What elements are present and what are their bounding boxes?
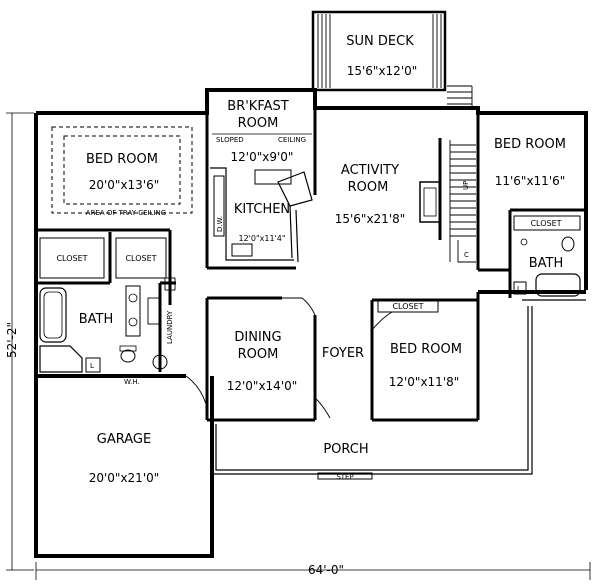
- bed-right-name: BED ROOM: [494, 137, 566, 152]
- closet-left-2-label: CLOSET: [125, 254, 156, 263]
- tray-ceiling-label: AREA OF TRAY CEILING: [86, 209, 166, 217]
- bed-center-size: 12'0"x11'8": [389, 375, 460, 389]
- closet-left-1: [39, 237, 105, 279]
- kitchen-name: KITCHEN: [234, 202, 290, 217]
- garage-size: 20'0"x21'0": [89, 471, 160, 485]
- closet-center-label: CLOSET: [392, 302, 423, 311]
- brkfast-name-line2: ROOM: [238, 116, 279, 131]
- door-swings: [185, 297, 393, 419]
- ceiling-label: CEILING: [278, 136, 306, 144]
- bed-center-name: BED ROOM: [390, 342, 462, 357]
- width-dimension-line: [35, 562, 591, 580]
- bed-left-size: 20'0"x13'6": [89, 178, 160, 192]
- foyer-name: FOYER: [322, 346, 364, 361]
- closet-right: [513, 215, 581, 231]
- activity-size: 15'6"x21'8": [335, 212, 406, 226]
- tray-ceiling-outline: [51, 126, 193, 214]
- sun-deck: [311, 10, 473, 108]
- sun-deck-name: SUN DECK: [346, 34, 414, 49]
- closet-left-1-label: CLOSET: [56, 254, 87, 263]
- depth-dimension-line: [6, 112, 34, 571]
- wh-label: W.H.: [124, 378, 140, 386]
- dining-name-line2: ROOM: [238, 347, 279, 362]
- brkfast-name-line1: BR'KFAST: [227, 99, 288, 114]
- bed-right-size: 11'6"x11'6": [495, 174, 566, 188]
- step-label: STEP: [336, 473, 353, 481]
- dining-size: 12'0"x14'0": [227, 379, 298, 393]
- closet-center: [377, 299, 439, 313]
- dining-name-line1: DINING: [234, 330, 281, 345]
- bath-left-name: BATH: [79, 312, 114, 327]
- bath-right-fixtures: [513, 236, 581, 297]
- closet-right-label: CLOSET: [530, 219, 561, 228]
- coat-c-label: C: [464, 251, 469, 259]
- brkfast-size: 12'0"x9'0": [231, 150, 294, 164]
- dishwasher-label: D.W.: [216, 216, 224, 232]
- bath-left-fixtures: [39, 277, 176, 373]
- porch-name: PORCH: [323, 442, 368, 457]
- activity-name-line2: ROOM: [348, 180, 389, 195]
- pantry-p-label: P: [168, 281, 172, 289]
- width-dimension: 64'-0": [308, 563, 344, 577]
- linen-l-right-label: L: [517, 285, 521, 293]
- sun-deck-size: 15'6"x12'0": [347, 64, 418, 78]
- kitchen-size: 12'0"x11'4": [238, 234, 285, 243]
- kitchen-counters: [210, 133, 313, 263]
- depth-dimension: 52'-2": [5, 322, 19, 358]
- garage-name: GARAGE: [97, 432, 151, 447]
- linen-l-left-label: L: [90, 362, 94, 370]
- activity-name-line1: ACTIVITY: [341, 163, 399, 178]
- bath-right-name: BATH: [529, 256, 564, 271]
- stair-up-label: UP: [462, 181, 470, 190]
- bed-left-name: BED ROOM: [86, 152, 158, 167]
- closet-left-2: [115, 237, 167, 279]
- porch-outline: [211, 299, 586, 480]
- sloped-label: SLOPED: [216, 136, 244, 144]
- stairs: [449, 140, 476, 263]
- fireplace: [419, 181, 441, 223]
- laundry-label: LAUNDRY: [166, 310, 174, 344]
